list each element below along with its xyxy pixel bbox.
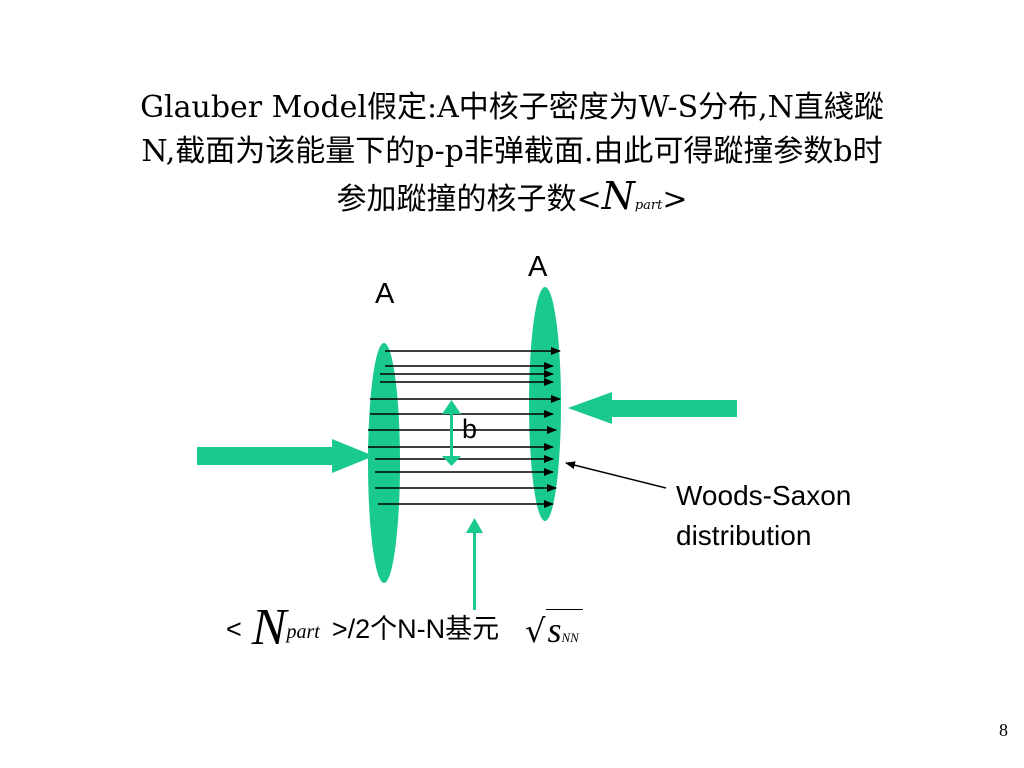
formula-npart-subscript: part xyxy=(286,621,320,643)
nucleus-right-label: A xyxy=(528,251,548,283)
npart-formula: < Npart >/2个N-N基元 √sNN xyxy=(226,598,583,658)
title-npart-subscript: part xyxy=(634,198,663,213)
formula-npart-symbol: N xyxy=(251,599,287,656)
sqrt-snn: √sNN xyxy=(525,609,583,651)
formula-text-prefix: >/2 xyxy=(331,614,371,644)
sqrt-s: s xyxy=(547,610,562,650)
formula-text-nn: N-N xyxy=(397,614,446,644)
formula-text-cjk-2: 基元 xyxy=(445,614,500,645)
woods-saxon-label-line-1: Woods-Saxon xyxy=(676,480,852,511)
title-line-2: N,截面为该能量下的p-p非弹截面.由此可得蹤撞参数b时 xyxy=(141,134,883,169)
beam-arrow-right xyxy=(568,392,737,424)
slide-title: Glauber Model假定:A中核子密度为W-S分布,N直綫蹤 N,截面为该… xyxy=(60,86,964,228)
title-line-3-suffix: > xyxy=(662,182,688,217)
title-npart-symbol: N xyxy=(601,174,635,218)
nucleus-left xyxy=(368,343,400,583)
pointer-arrow-up xyxy=(466,518,483,610)
woods-saxon-label: Woods-Saxon distribution xyxy=(676,476,851,556)
formula-less-than: < xyxy=(226,614,242,644)
beam-arrow-left xyxy=(197,439,374,473)
formula-text-cjk-1: 个 xyxy=(370,614,398,645)
sqrt-sign: √ xyxy=(525,612,546,650)
page-number: 8 xyxy=(999,720,1008,740)
nucleus-left-label: A xyxy=(375,278,395,310)
nucleon-trajectories xyxy=(368,347,561,508)
impact-parameter-arrow xyxy=(442,400,461,466)
sqrt-radicand: sNN xyxy=(545,609,583,650)
impact-parameter-label: b xyxy=(462,414,478,444)
sqrt-subscript: NN xyxy=(561,630,579,645)
woods-saxon-pointer xyxy=(565,461,667,489)
title-line-3-prefix: 参加蹤撞的核子数< xyxy=(336,182,602,217)
title-line-1: Glauber Model假定:A中核子密度为W-S分布,N直綫蹤 xyxy=(140,90,884,125)
title-line-3: 参加蹤撞的核子数<Npart> xyxy=(60,174,964,228)
nucleus-right xyxy=(529,287,561,521)
woods-saxon-label-line-2: distribution xyxy=(676,520,812,551)
